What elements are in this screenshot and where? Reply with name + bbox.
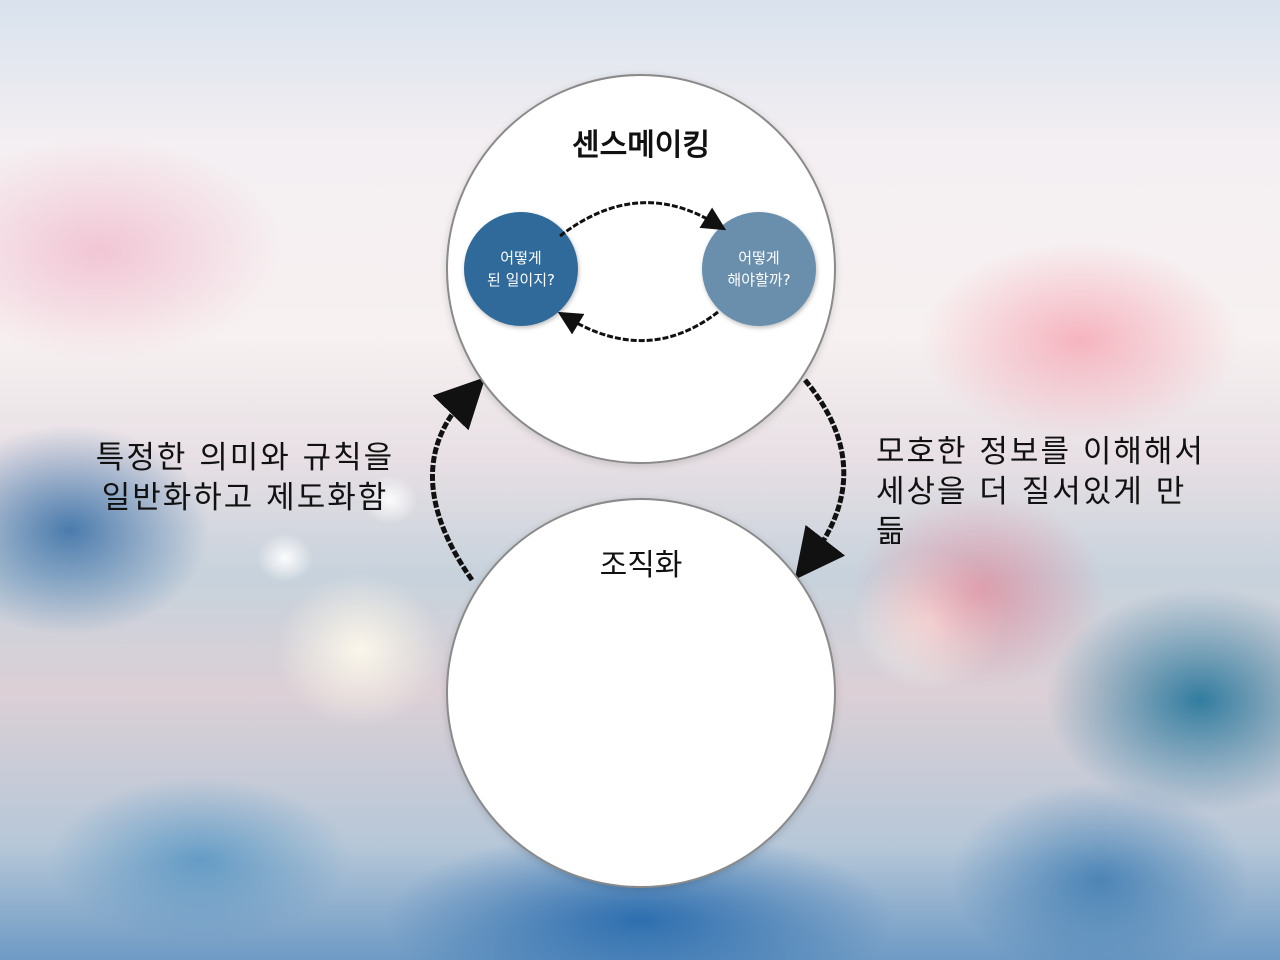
organizing-title: 조직화: [599, 548, 683, 583]
what-to-do-line2: 해야할까?: [727, 271, 791, 289]
inner-cycle-arrows: [557, 201, 727, 342]
make-sense-label: 모호한 정보를 이해해서 세상을 더 질서있게 만 듦: [876, 432, 1236, 552]
make-sense-line3: 듦: [876, 514, 907, 550]
what-happened-line1: 어떻게: [500, 249, 542, 267]
sensemaking-circle: 센스메이킹 어떻게 된 일이지? 어떻게 해야할까?: [446, 74, 836, 464]
make-sense-line1: 모호한 정보를 이해해서: [876, 434, 1205, 470]
inner-arrow-top: [559, 201, 727, 238]
what-happened-node: 어떻게 된 일이지?: [464, 212, 578, 326]
institutionalize-line2: 일반화하고 제도화함: [101, 480, 389, 516]
institutionalize-line1: 특정한 의미와 규칙을: [95, 440, 395, 476]
make-sense-line2: 세상을 더 질서있게 만: [876, 474, 1187, 510]
what-happened-line2: 된 일이지?: [487, 271, 555, 289]
what-to-do-line1: 어떻게: [738, 249, 780, 267]
arrow-organizing-to-sensemaking: [430, 377, 486, 582]
institutionalize-label: 특정한 의미와 규칙을 일반화하고 제도화함: [80, 438, 410, 518]
what-to-do-node: 어떻게 해야할까?: [702, 212, 816, 326]
organizing-circle: 조직화: [446, 498, 836, 888]
sensemaking-title: 센스메이킹: [572, 128, 710, 163]
inner-arrow-bottom: [557, 310, 719, 342]
arrow-sensemaking-to-organizing: [794, 378, 847, 580]
